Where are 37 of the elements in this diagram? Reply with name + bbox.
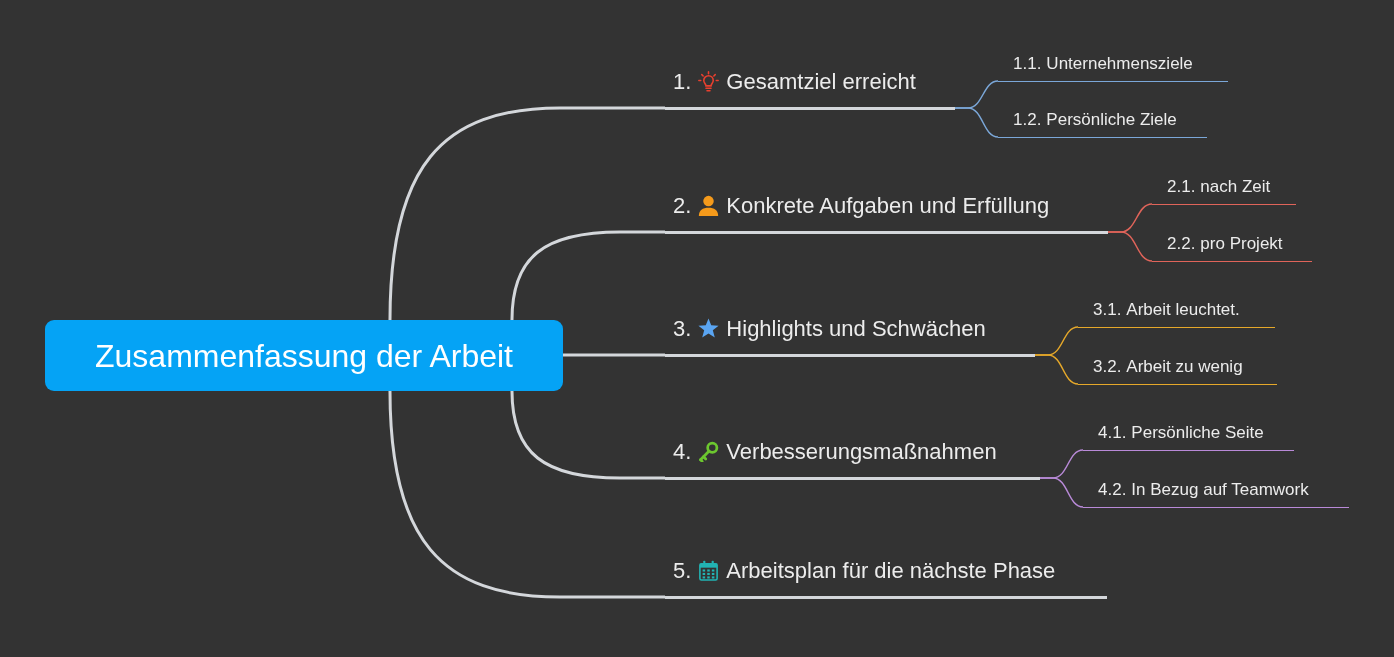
topic-title: Arbeitsplan für die nächste Phase xyxy=(726,557,1056,584)
topic-number: 3. xyxy=(673,315,692,342)
topic-title: Persönliche Ziele xyxy=(1046,109,1177,130)
topic-number: 2. xyxy=(673,192,692,219)
topic-title: Arbeit zu wenig xyxy=(1126,356,1243,377)
topic-number: 1.1. xyxy=(1013,53,1042,74)
topic-title: pro Projekt xyxy=(1200,233,1283,254)
central-topic-title: Zusammenfassung der Arbeit xyxy=(95,336,513,375)
connector-line xyxy=(388,390,665,599)
topic-number: 1.2. xyxy=(1013,109,1042,130)
topic-title: In Bezug auf Teamwork xyxy=(1131,479,1309,500)
topic-title: Arbeit leuchtet. xyxy=(1126,299,1240,320)
topic-number: 1. xyxy=(673,68,692,95)
topic-number: 3.2. xyxy=(1093,356,1122,377)
topic-number: 2.2. xyxy=(1167,233,1196,254)
topic-title: Persönliche Seite xyxy=(1131,422,1264,443)
topic-number: 4.2. xyxy=(1098,479,1127,500)
connector-line xyxy=(1039,477,1084,508)
connector-line xyxy=(510,230,665,321)
topic-title: nach Zeit xyxy=(1200,176,1271,197)
connector-line xyxy=(388,106,665,321)
topic-number: 5. xyxy=(673,557,692,584)
topic-number: 3.1. xyxy=(1093,299,1122,320)
topic-title: Verbesserungsmaßnahmen xyxy=(726,438,997,465)
central-topic-box xyxy=(45,320,563,391)
connector-line xyxy=(510,390,665,480)
connector-line xyxy=(1107,231,1153,262)
topic-number: 4.1. xyxy=(1098,422,1127,443)
topic-title: Konkrete Aufgaben und Erfüllung xyxy=(726,192,1050,219)
connector-line xyxy=(563,353,665,357)
connector-line xyxy=(1034,354,1079,385)
connector-line xyxy=(954,107,999,138)
topic-title: Unternehmensziele xyxy=(1046,53,1193,74)
topic-title: Highlights und Schwächen xyxy=(726,315,986,342)
topic-number: 4. xyxy=(673,438,692,465)
topic-title: Gesamtziel erreicht xyxy=(726,68,916,95)
topic-number: 2.1. xyxy=(1167,176,1196,197)
